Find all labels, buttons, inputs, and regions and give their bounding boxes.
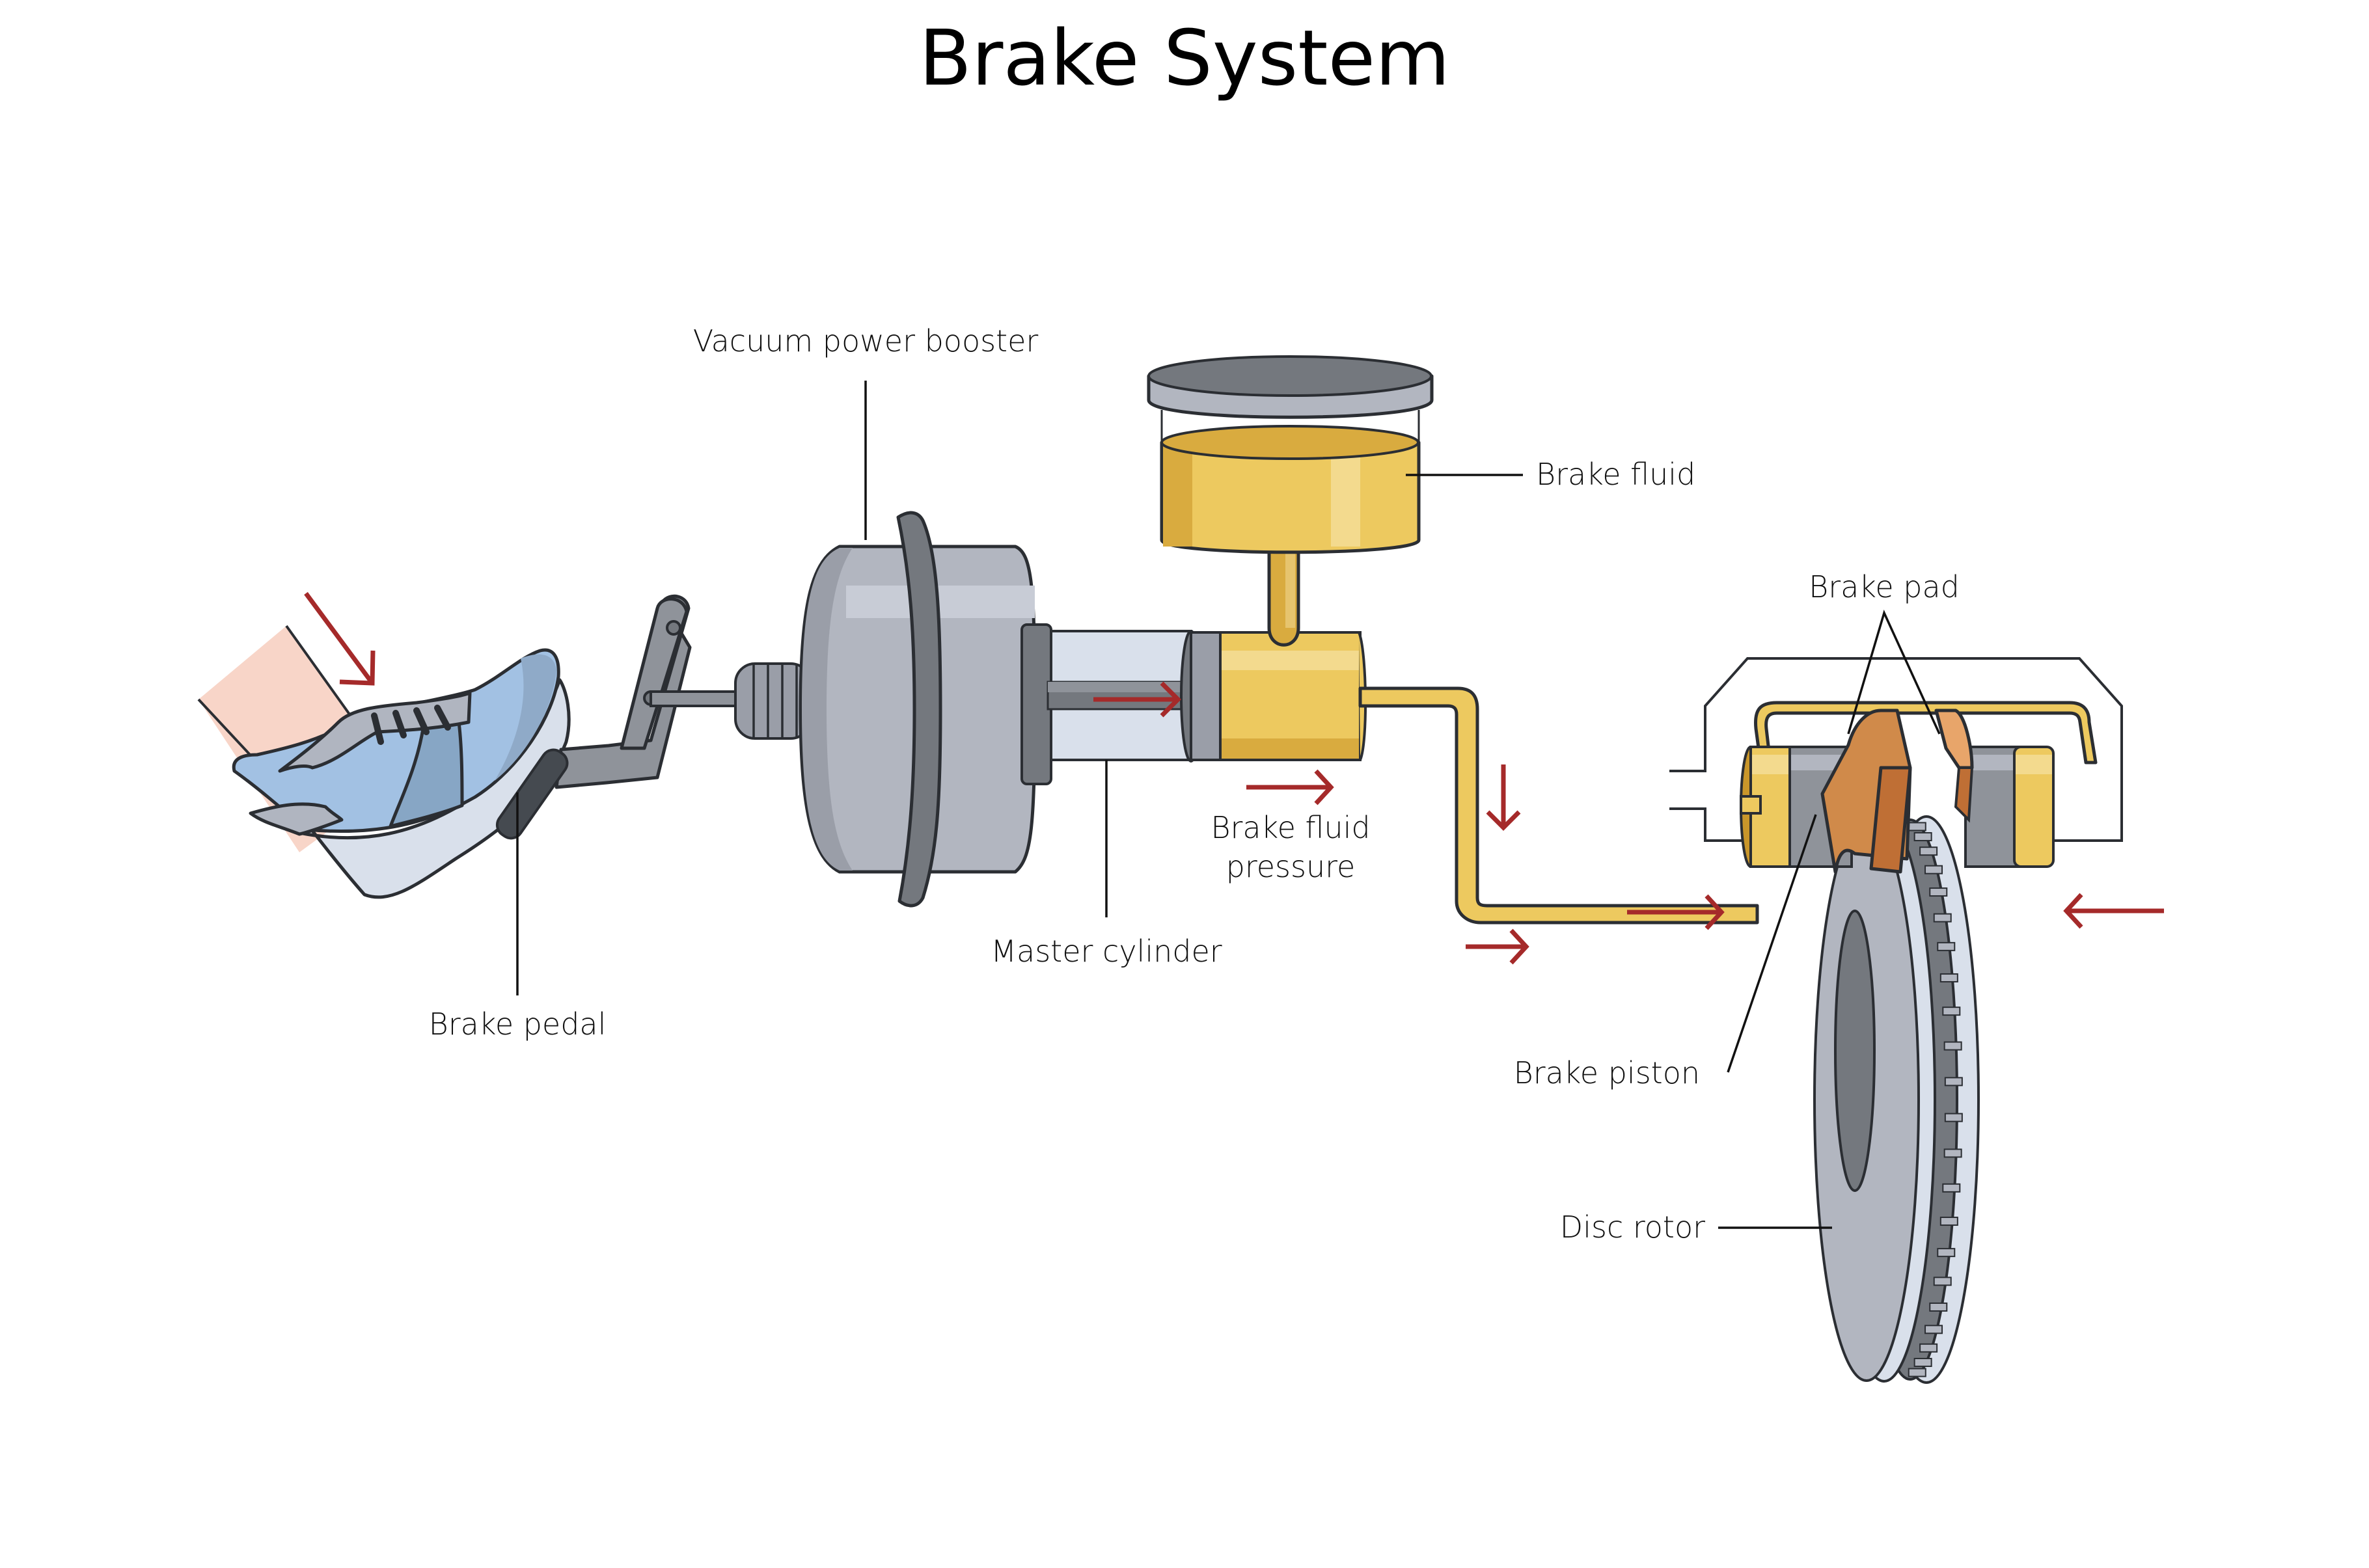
rotor-vent-slot xyxy=(1939,973,1958,982)
rotor-vent-slot xyxy=(1924,1325,1943,1334)
brake-pad-right xyxy=(1934,709,1974,770)
pressure-arrow-1 xyxy=(1246,769,1334,805)
label-brake-piston: Brake piston xyxy=(1514,1055,1700,1090)
pressure-arrow-caliper xyxy=(1627,894,1725,930)
rotor-vent-slot xyxy=(1908,822,1926,831)
rotor-vent-slot xyxy=(1913,1358,1932,1368)
pedal-pivot xyxy=(666,620,681,636)
rotor-vent-slot xyxy=(1908,1368,1926,1377)
rotor-vent-slot xyxy=(1933,1277,1952,1286)
reservoir-lid-top xyxy=(1147,355,1432,397)
diagram-title: Brake System xyxy=(919,13,1450,103)
rotor-vent-slot xyxy=(1924,865,1943,874)
rotor-vent-slot xyxy=(1939,1217,1958,1226)
label-brake-pad: Brake pad xyxy=(1809,569,1960,604)
cylinder-piston-band xyxy=(1190,631,1222,761)
brake-pad-left-edge xyxy=(1869,766,1912,874)
force-arrow-foot xyxy=(304,591,376,686)
foot-and-shoe xyxy=(197,591,571,899)
label-disc-rotor: Disc rotor xyxy=(1560,1210,1705,1245)
pedal-arm-upper xyxy=(620,597,689,750)
shoe-tongue xyxy=(278,691,472,773)
rotor-vent-slot xyxy=(1943,1148,1962,1158)
shoe-laces xyxy=(371,705,451,745)
right-caliper-cylinder xyxy=(2013,746,2055,868)
rotor-vent-slot xyxy=(1944,1077,1963,1087)
rotor-vent-slot xyxy=(1942,1183,1961,1193)
caliper-inlet xyxy=(1740,795,1762,815)
rotor-vent-slot xyxy=(1937,1248,1956,1258)
rotor-vent-slot xyxy=(1919,846,1938,856)
label-brake-fluid-pressure-line2: pressure xyxy=(1226,849,1356,884)
pressure-arrow-2 xyxy=(1466,928,1529,965)
caliper-bridge-pipe xyxy=(1753,701,2098,764)
booster-shadow xyxy=(802,548,853,871)
rotor-vent-slot xyxy=(1943,1041,1962,1051)
rotor-vent-slot xyxy=(1942,1007,1961,1016)
label-brake-pedal: Brake pedal xyxy=(429,1007,607,1042)
brake-piston-leader xyxy=(1727,814,1817,1073)
rotor-vent-slot xyxy=(1944,1113,1963,1122)
shoe-heel xyxy=(249,802,344,836)
pushrod xyxy=(650,690,750,707)
brake-pad-leaders xyxy=(1847,610,1941,735)
pressure-arrow-down xyxy=(1486,764,1521,831)
booster-highlight xyxy=(846,586,1035,618)
rotor-hub xyxy=(1834,910,1876,1192)
label-vacuum-power-booster: Vacuum power booster xyxy=(693,323,1039,358)
booster-ring xyxy=(896,511,942,908)
vacuum-power-booster: Vacuum power booster xyxy=(693,323,1052,908)
brake-caliper: Brake pad Brake piston xyxy=(1514,569,2164,1090)
brake-fluid-reservoir: Brake fluid xyxy=(1147,355,1695,647)
shoe-toe-shade xyxy=(495,654,556,781)
pedal-arm xyxy=(555,594,692,789)
fluid-pipe xyxy=(1358,686,1759,925)
rotor-vents xyxy=(1908,822,1963,1377)
shoe-stripe xyxy=(389,720,464,828)
push-arrow-cylinder xyxy=(1093,681,1181,718)
brake-fluid-line: Brake fluid pressure xyxy=(1211,686,1759,965)
label-brake-fluid-pressure-line1: Brake fluid xyxy=(1211,810,1370,845)
disc-rotor: Disc rotor xyxy=(1560,815,1980,1384)
label-master-cylinder: Master cylinder xyxy=(991,934,1222,969)
reservoir-fluid-surface xyxy=(1160,425,1419,460)
caliper-housing xyxy=(1669,657,2123,842)
clamp-arrow-right xyxy=(2063,893,2164,929)
rotor-vent-slot xyxy=(1937,941,1956,951)
master-cylinder: Master cylinder xyxy=(991,630,1367,969)
label-brake-fluid: Brake fluid xyxy=(1536,457,1695,492)
rotor-vent-slot xyxy=(1933,913,1952,923)
rotor-vent-slot xyxy=(1913,831,1932,841)
booster-rear-flange xyxy=(1020,623,1052,785)
brake-pedal: Brake pedal xyxy=(429,594,750,1042)
pedal-pad xyxy=(495,748,569,840)
rotor-vent-slot xyxy=(1929,887,1948,897)
rotor-vent-slot xyxy=(1929,1302,1948,1312)
rotor-vent-slot xyxy=(1919,1343,1938,1353)
